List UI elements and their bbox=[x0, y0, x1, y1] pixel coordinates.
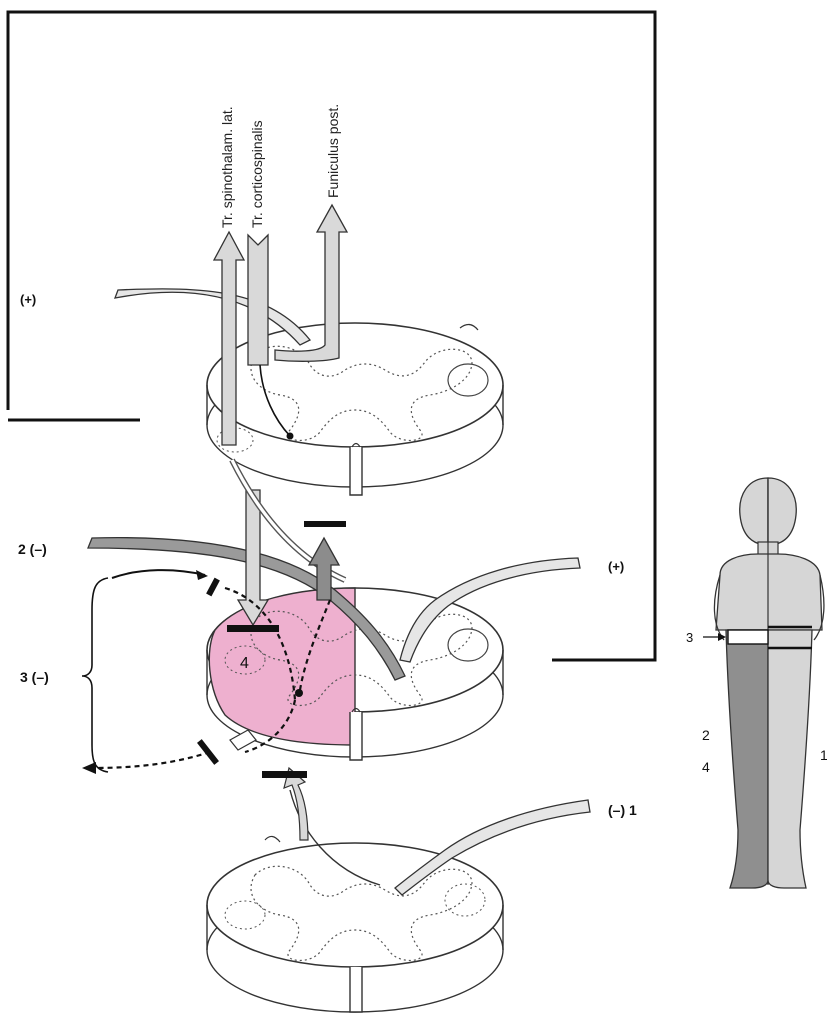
block-bar-posterior bbox=[304, 521, 346, 527]
spinal-segment-bottom bbox=[207, 836, 503, 1012]
block-bar-root-upper bbox=[206, 578, 220, 597]
label-minus-2: 2 (–) bbox=[18, 541, 47, 557]
label-minus-3: 3 (–) bbox=[20, 669, 49, 685]
lower-ascending-arrow bbox=[284, 768, 308, 840]
body-level-band bbox=[728, 630, 768, 644]
body-figure bbox=[703, 478, 824, 888]
label-plus-mid: (+) bbox=[608, 559, 624, 574]
figure-label-4: 4 bbox=[702, 759, 710, 775]
label-plus-top: (+) bbox=[20, 292, 36, 307]
figure-label-3: 3 bbox=[686, 630, 693, 645]
label-lesion-4: 4 bbox=[240, 655, 249, 672]
label-minus-1: (–) 1 bbox=[608, 802, 637, 818]
block-bar-ascending bbox=[262, 771, 307, 778]
arrow-curve-upper bbox=[112, 570, 205, 578]
bracket-3 bbox=[82, 578, 108, 772]
label-tract-posterior: Funiculus post. bbox=[325, 104, 341, 198]
synapse-dot bbox=[295, 689, 303, 697]
figure-label-1: 1 bbox=[820, 747, 827, 763]
block-bar-corticospinal bbox=[227, 625, 279, 632]
label-tract-spinothalamic: Tr. spinothalam. lat. bbox=[219, 106, 235, 228]
label-tract-corticospinal: Tr. corticospinalis bbox=[249, 120, 265, 228]
figure-label-2: 2 bbox=[702, 727, 710, 743]
